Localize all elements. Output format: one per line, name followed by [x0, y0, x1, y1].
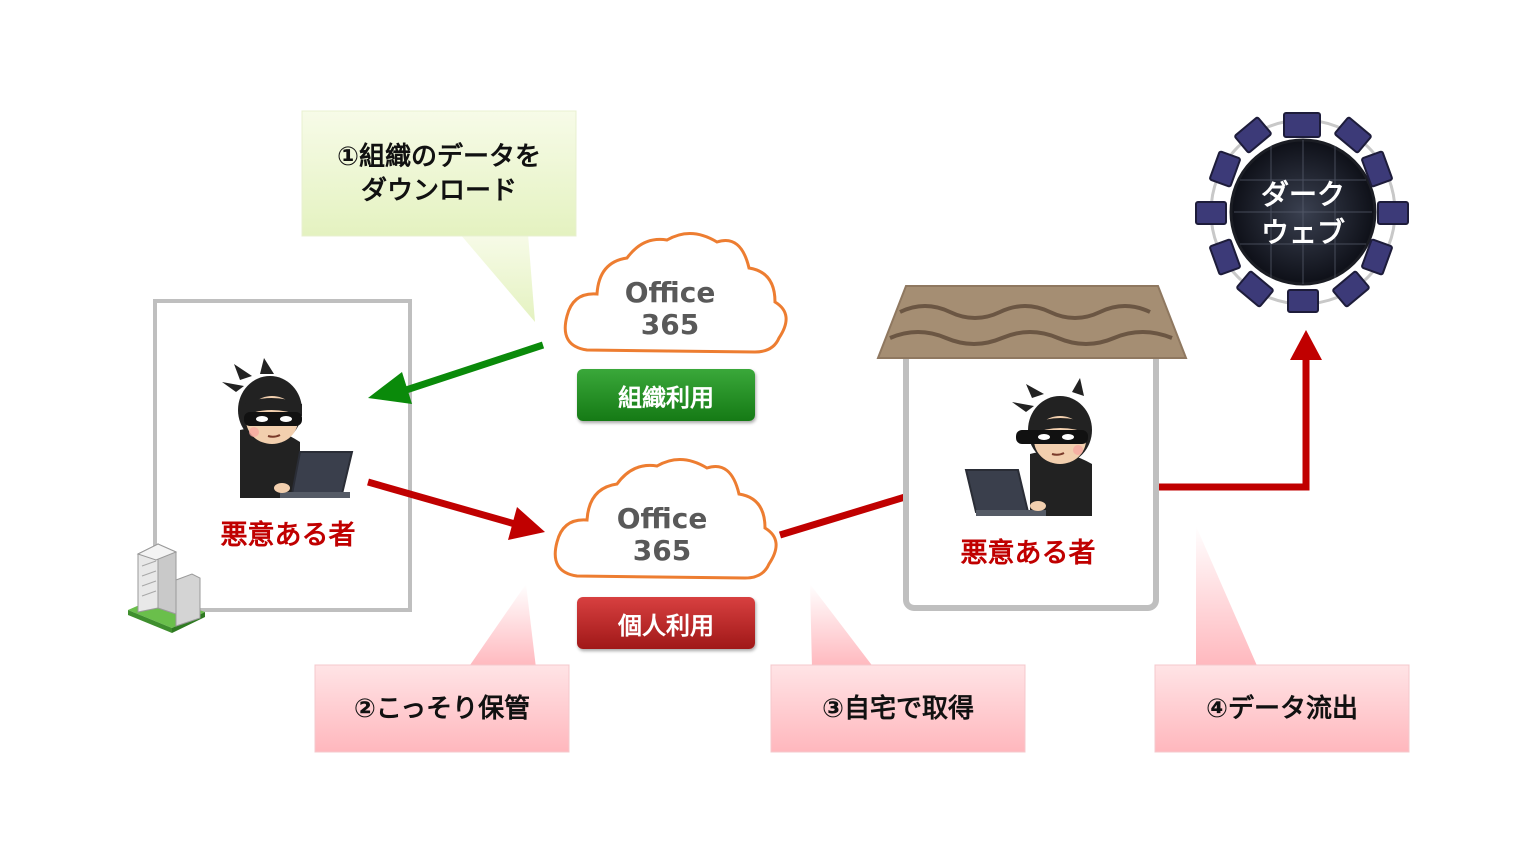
- cloud-org-line2: 365: [641, 308, 699, 341]
- building-icon: [128, 543, 205, 633]
- callout-step1-line2: ダウンロード: [360, 176, 517, 206]
- office-actor-label: 悪意ある者: [221, 519, 356, 551]
- callout-step4: [1154, 526, 1410, 753]
- arrow-download-green: [368, 341, 545, 404]
- darkweb-line1: ダーク: [1261, 178, 1345, 211]
- callout-step4-box: [1154, 664, 1410, 753]
- home-actor-label: 悪意ある者: [961, 537, 1096, 569]
- callout-step1-text: ①組織のデータを ダウンロード: [302, 140, 576, 208]
- callout-step1: [301, 110, 577, 322]
- callout-step4-text: ④データ流出: [1205, 694, 1358, 724]
- callout-step2: [314, 584, 570, 753]
- personal-use-tag: 個人利用: [577, 597, 755, 649]
- arrow-store-red: [367, 478, 545, 540]
- cloud-org-outline: [563, 232, 788, 354]
- arrow-leak-red: [1100, 330, 1322, 491]
- cloud-personal-line1: Office: [617, 502, 708, 535]
- callout-step1-line1: ①組織のデータを: [336, 142, 541, 172]
- cloud-org: [563, 232, 788, 354]
- callout-step2-box: [314, 664, 570, 753]
- cloud-personal-outline: [553, 458, 778, 580]
- callout-step3-tail: [810, 584, 874, 668]
- callout-step2-tail: [468, 584, 536, 668]
- cloud-org-line1: Office: [625, 276, 716, 309]
- hacker-icon-home: [964, 378, 1092, 516]
- callout-step3: [770, 584, 1026, 753]
- darkweb-line2: ウェブ: [1261, 216, 1345, 249]
- cloud-personal: [553, 458, 778, 580]
- cloud-personal-line2: 365: [633, 534, 691, 567]
- callout-step4-tail: [1196, 526, 1258, 668]
- darkweb-icon: [1195, 112, 1409, 313]
- org-use-tag: 組織利用: [577, 369, 755, 421]
- callout-step2-text: ②こっそり保管: [353, 694, 531, 724]
- callout-step3-box: [770, 664, 1026, 753]
- callout-step1-box: [301, 110, 577, 237]
- hacker-icon-office: [222, 358, 354, 498]
- callout-step3-text: ③自宅で取得: [821, 694, 974, 724]
- callout-step1-tail: [460, 234, 535, 322]
- device-ring: [1195, 112, 1409, 313]
